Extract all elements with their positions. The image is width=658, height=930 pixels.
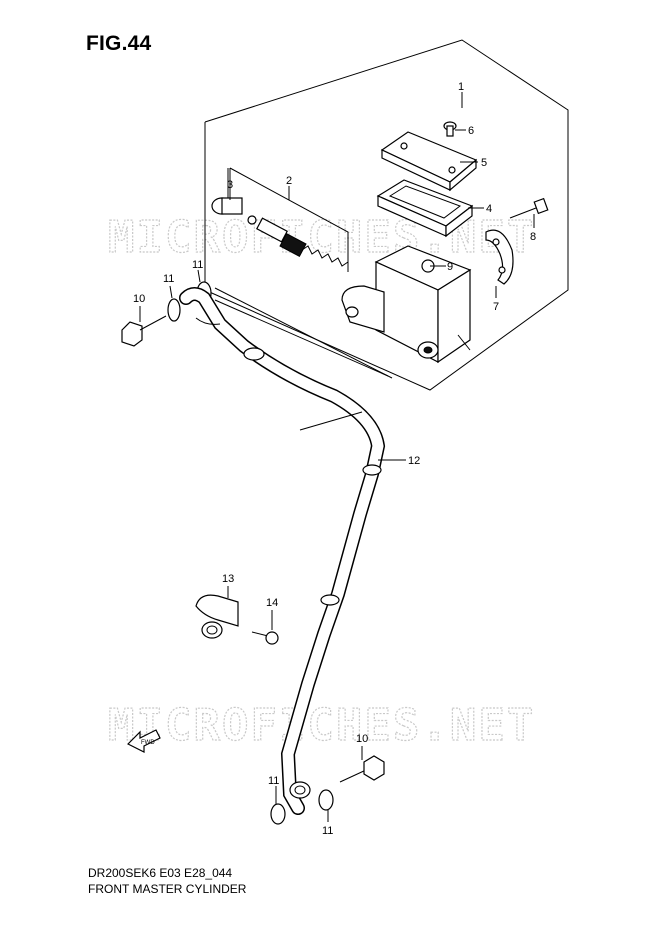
callout-11-bottom-left: 11 [268,775,279,787]
washer-bottom-1 [270,803,286,825]
callout-11-bottom-right: 11 [322,825,333,837]
clamp-holder [485,229,514,285]
callout-8: 8 [530,231,536,243]
callout-7: 7 [493,301,499,313]
clamp-bolt [509,197,549,219]
master-cylinder-body [341,245,472,364]
figure-title: FIG.44 [86,32,152,55]
cap-screw [443,121,457,137]
callout-11-top-right: 11 [192,259,203,271]
reservoir-cap [380,131,478,192]
watermark-bottom: MICROFICHES.NET [108,700,535,751]
leader-lines [139,92,535,822]
callout-3: 3 [227,179,233,191]
washer-bottom-2 [318,789,334,811]
callout-2: 2 [286,175,292,187]
hose-guide [195,594,239,639]
hose-guide-lines [214,287,393,379]
callout-5: 5 [481,157,487,169]
piston-spring [247,215,349,267]
callout-6: 6 [468,125,474,137]
diaphragm [376,179,474,238]
callout-10-top: 10 [133,293,145,305]
callout-10-bottom: 10 [356,733,368,745]
fwd-label: FWD [141,740,155,746]
brake-hose [179,287,386,815]
diagram-caption: FRONT MASTER CYLINDER [88,882,247,896]
callout-13: 13 [222,573,234,585]
dust-boot [211,197,243,215]
callout-9: 9 [447,261,453,273]
banjo-bolt-bottom [339,755,385,783]
fwd-arrow: FWD [126,729,161,753]
callout-1: 1 [458,81,464,93]
model-code: DR200SEK6 E03 E28_044 [88,866,233,880]
guide-bolt [251,631,279,645]
washer-top-1 [167,298,181,322]
banjo-bolt-top [121,315,167,347]
callout-12: 12 [408,455,420,467]
watermark-top: MICROFICHES.NET [108,212,535,263]
callout-14: 14 [266,597,278,609]
callout-11-top-left: 11 [163,273,174,285]
callout-4: 4 [486,203,492,215]
